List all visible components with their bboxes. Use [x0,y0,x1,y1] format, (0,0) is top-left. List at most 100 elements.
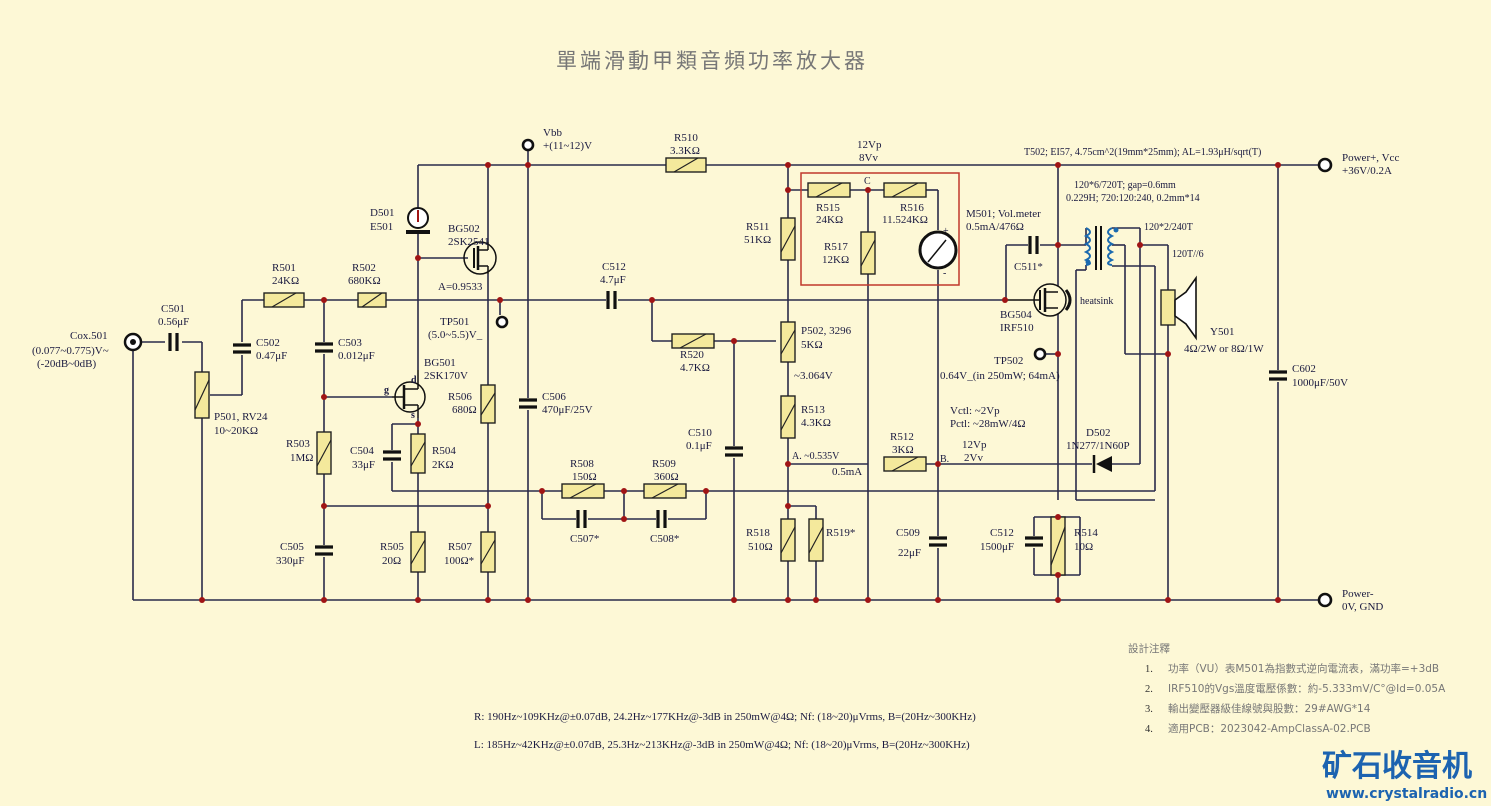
svg-text:-: - [943,268,946,279]
capacitor-c602 [1269,370,1287,381]
wires [132,145,1325,601]
resistor-r507 [480,531,496,573]
note-2-text: IRF510的Vgs溫度電壓係數：約-5.333mV/C°@Id=0.05A [1168,682,1446,695]
label-r513-0: R513 [801,404,825,416]
label-r509-1: 360Ω [654,471,679,483]
label-power-minus-1: 0V, GND [1342,601,1383,613]
spec-l: L: 185Hz~42KHz@±0.07dB, 25.3Hz~213KHz@-3… [474,739,970,751]
design-notes: 設計注釋 1. 功率（VU）表M501為指數式逆向電流表，滿功率=+3dB 2.… [1128,642,1446,735]
label-p502-v: ~3.064V [794,370,833,382]
label-r501-1: 24KΩ [272,275,299,287]
capacitor-c512-coupling [606,291,617,309]
svg-text:d: d [411,375,417,386]
labels: Cox.501 (0.077~0.775)V~ (-20dB~0dB) Vbb … [32,127,1399,613]
label-cox-0: Cox.501 [70,330,108,342]
label-c510-0: C510 [688,427,712,439]
label-r510-0: R510 [674,132,698,144]
label-c509-0: C509 [896,527,920,539]
transformer-t502 [1083,226,1119,270]
label-c502-1: 0.47μF [256,350,287,362]
junctions [199,162,1281,603]
resistor-r506 [480,384,496,424]
resistor-r518 [780,518,796,562]
label-r507-1: 100Ω* [444,555,474,567]
label-mid-vp-0: 12Vp [962,439,987,451]
note-1-text: 功率（VU）表M501為指數式逆向電流表，滿功率=+3dB [1168,662,1439,675]
label-r503-1: 1MΩ [290,452,313,464]
capacitor-c512-output [1025,536,1043,547]
label-y501-0: Y501 [1210,326,1234,338]
resistor-r513 [780,395,796,439]
resistors [194,157,1176,576]
capacitor-c505 [315,545,333,556]
label-r504-0: R504 [432,445,456,457]
capacitors [168,236,1287,556]
label-power-minus-0: Power- [1342,588,1374,600]
label-r501-0: R501 [272,262,296,274]
meter-m501: + - [918,226,958,279]
label-d501-1: E501 [370,221,393,233]
label-c602-1: 1000μF/50V [1292,377,1348,389]
note-1-num: 1. [1145,664,1153,675]
label-c602-0: C602 [1292,363,1316,375]
label-a-val: A=0.9533 [438,281,483,293]
label-r520-1: 4.7KΩ [680,362,710,374]
diode-d502 [1092,455,1112,473]
label-c503-0: C503 [338,337,362,349]
watermark-url: www.crystalradio.cn [1326,786,1487,802]
label-c512b-1: 1500μF [980,541,1014,553]
svg-text:s: s [411,410,415,421]
label-i-05: 0.5mA [832,466,862,478]
label-c502-0: C502 [256,337,280,349]
label-r517-1: 12KΩ [822,254,849,266]
label-vbb-1: +(11~12)V [543,140,592,152]
label-r512-0: R512 [890,431,914,443]
resistor-r512 [883,456,927,472]
label-r506-1: 680Ω [452,404,477,416]
label-r506-0: R506 [448,391,472,403]
label-r520-0: R520 [680,349,704,361]
label-r511-1: 51KΩ [744,234,771,246]
label-c505-1: 330μF [276,555,305,567]
resistor-r514 [1050,516,1066,576]
note-4-num: 4. [1145,724,1153,735]
label-bg501-0: BG501 [424,357,456,369]
label-y501-1: 4Ω/2W or 8Ω/1W [1184,343,1264,355]
label-c512a-1: 4.7μF [600,274,626,286]
label-d502-0: D502 [1086,427,1110,439]
label-r508-1: 150Ω [572,471,597,483]
label-r511-0: R511 [746,221,769,233]
label-p501-0: P501, RV24 [214,411,268,423]
label-c512a-0: C512 [602,261,626,273]
label-c511: C511* [1014,261,1043,273]
capacitor-c502 [233,343,251,354]
capacitor-c506 [519,398,537,409]
schematic-title: 單端滑動甲類音頻功率放大器 [556,49,868,73]
input-jack [123,332,143,352]
capacitor-c507 [576,510,587,528]
label-r518-1: 510Ω [748,541,773,553]
label-power-plus-1: +36V/0.2A [1342,165,1392,177]
label-r502-0: R502 [352,262,376,274]
label-p502-1: 5KΩ [801,339,823,351]
capacitor-c510 [725,446,743,457]
resistor-r501 [263,292,305,308]
capacitor-c504 [383,450,401,461]
spec-r: R: 190Hz~109KHz@±0.07dB, 24.2Hz~177KHz@-… [474,711,976,723]
label-c506-0: C506 [542,391,566,403]
led-d501 [406,207,430,234]
label-vbb-0: Vbb [543,127,562,139]
label-r512-1: 3KΩ [892,444,914,456]
label-c501-0: C501 [161,303,185,315]
label-r504-1: 2KΩ [432,459,454,471]
label-t502-w1-1: 0.229H; 720:120:240, 0.2mm*14 [1066,193,1200,204]
label-r502-1: 680KΩ [348,275,381,287]
label-m501-1: 0.5mA/476Ω [966,221,1024,233]
label-r518-0: R518 [746,527,770,539]
resistor-r505 [410,531,426,573]
label-c509-1: 22μF [898,547,921,559]
label-r514-0: R514 [1074,527,1098,539]
resistor-r515 [807,182,851,198]
label-t502: T502; EI57, 4.75cm^2(19mm*25mm); AL=1.93… [1024,147,1261,158]
label-r513-1: 4.3KΩ [801,417,831,429]
